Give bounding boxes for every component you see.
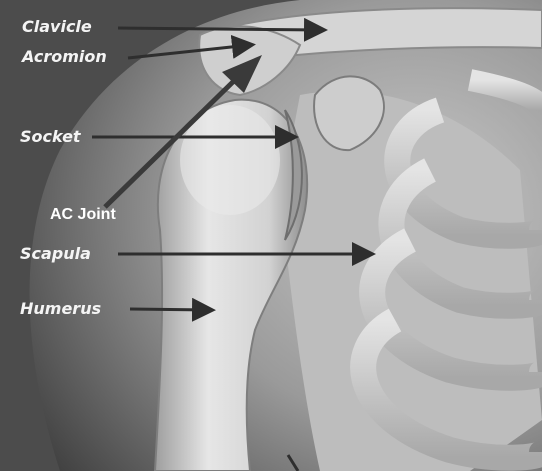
label-humerus: Humerus xyxy=(20,299,101,318)
label-acromion: Acromion xyxy=(20,47,107,66)
label-scapula: Scapula xyxy=(20,244,91,263)
humerus-arrow xyxy=(130,309,210,310)
clavicle-arrow xyxy=(118,28,322,30)
label-clavicle: Clavicle xyxy=(22,17,92,36)
label-socket: Socket xyxy=(20,127,82,146)
label-ac-joint: AC Joint xyxy=(50,206,116,223)
